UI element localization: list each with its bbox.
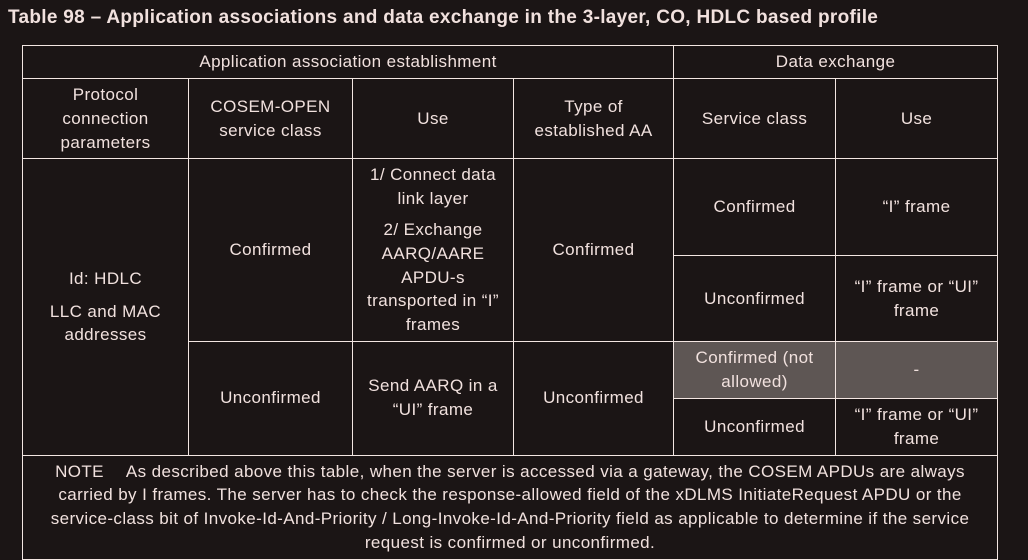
cell-dx-use-i-or-ui-frame-2: “I” frame or “UI” frame bbox=[835, 397, 999, 456]
cell-dx-use-not-applicable: - bbox=[835, 340, 999, 399]
table-row: Unconfirmed “I” frame or “UI” frame bbox=[23, 397, 999, 456]
table-row: Unconfirmed Send AARQ in a “UI” frame Un… bbox=[23, 340, 999, 456]
cell-established-aa-unconfirmed: Unconfirmed bbox=[512, 340, 675, 456]
col-header-protocol-connection-parameters: Protocol connection parameters bbox=[22, 77, 189, 160]
cell-open-service-class-unconfirmed: Unconfirmed bbox=[188, 340, 353, 456]
cell-established-aa-confirmed: Confirmed bbox=[512, 158, 675, 342]
protocol-address-line: LLC and MAC addresses bbox=[49, 301, 162, 345]
group-header-row: Application association establishment Da… bbox=[21, 45, 999, 79]
col-header-use-data-exchange: Use bbox=[835, 77, 999, 160]
col-header-use-establishment: Use bbox=[352, 77, 514, 160]
cell-use-confirmed: 1/ Connect data link layer 2/ Exchange A… bbox=[352, 158, 514, 342]
column-header-row: Protocol connection parameters COSEM-OPE… bbox=[22, 77, 999, 160]
group-header-establishment: Application association establishment bbox=[21, 45, 675, 79]
cell-dx-service-class-unconfirmed-2: Unconfirmed bbox=[673, 397, 837, 456]
col-header-service-class: Service class bbox=[673, 77, 837, 160]
cell-dx-use-i-or-ui-frame: “I” frame or “UI” frame bbox=[835, 255, 999, 342]
note-label: NOTE bbox=[55, 461, 104, 481]
col-header-cosem-open-service-class: COSEM-OPEN service class bbox=[188, 77, 353, 160]
use-step-2: 2/ Exchange AARQ/AARE APDU-s transported… bbox=[367, 219, 499, 335]
table-caption: Table 98 – Application associations and … bbox=[8, 7, 879, 28]
cell-dx-use-i-frame: “I” frame bbox=[835, 158, 999, 257]
cell-open-service-class-confirmed: Confirmed bbox=[188, 158, 353, 342]
table-row: Id: HDLC LLC and MAC addresses Confirmed… bbox=[22, 158, 999, 456]
use-step-1: 1/ Connect data link layer bbox=[369, 165, 497, 209]
cell-use-unconfirmed: Send AARQ in a “UI” frame bbox=[352, 340, 514, 456]
table-row: Unconfirmed “I” frame or “UI” frame bbox=[23, 255, 999, 342]
note-text: As described above this table, when the … bbox=[50, 461, 970, 552]
cell-dx-service-class-unconfirmed: Unconfirmed bbox=[673, 255, 837, 342]
cell-dx-service-class-confirmed: Confirmed bbox=[673, 158, 837, 257]
col-header-type-of-established-aa: Type of established AA bbox=[512, 77, 675, 160]
cell-dx-service-class-confirmed-not-allowed: Confirmed (not allowed) bbox=[673, 340, 837, 399]
cell-protocol-connection-parameters: Id: HDLC LLC and MAC addresses bbox=[22, 158, 189, 456]
protocol-id-line: Id: HDLC bbox=[68, 268, 143, 288]
group-header-data-exchange: Data exchange bbox=[673, 45, 999, 79]
profile-table: Application association establishment Da… bbox=[21, 45, 999, 560]
